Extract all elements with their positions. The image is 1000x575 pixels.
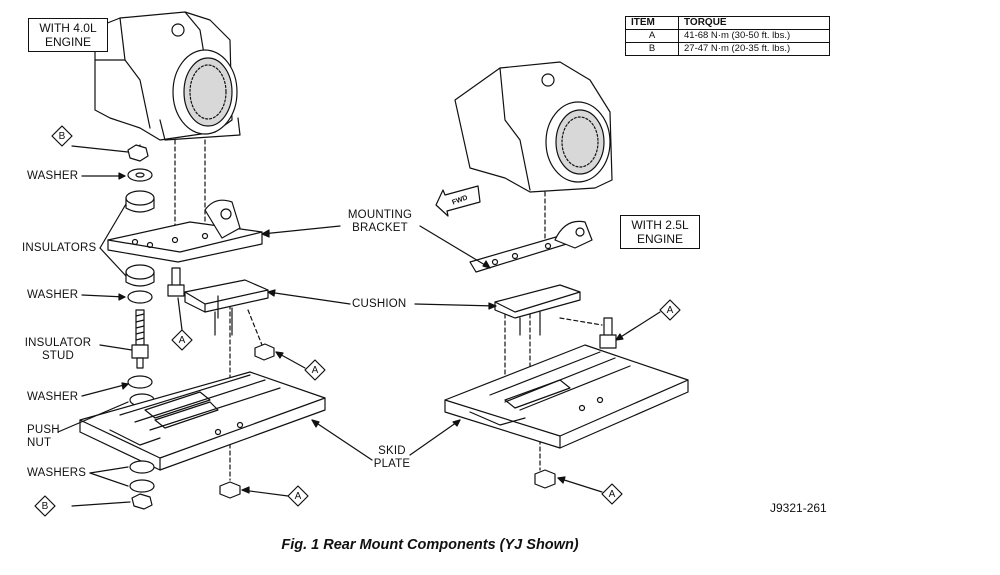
nut-b-bottom bbox=[131, 493, 153, 510]
label-skid-plate: SKID PLATE bbox=[373, 445, 411, 470]
washer-low bbox=[127, 375, 153, 389]
engine-40-label: WITH 4.0L ENGINE bbox=[28, 18, 108, 52]
table-row: A 41-68 N·m (30-50 ft. lbs.) bbox=[625, 29, 830, 43]
insulator-upper bbox=[125, 190, 155, 213]
washer-bottom-1 bbox=[129, 460, 155, 474]
washer-top bbox=[127, 168, 153, 182]
label-insulator-stud: INSULATOR STUD bbox=[24, 337, 92, 362]
torque-item-cell: B bbox=[625, 42, 679, 56]
nut-b-top bbox=[127, 144, 149, 162]
table-row: B 27-47 N·m (20-35 ft. lbs.) bbox=[625, 42, 830, 56]
torque-table-header: ITEM TORQUE bbox=[625, 16, 830, 30]
callout-a-nut-cushion: A bbox=[311, 365, 319, 376]
washer-bottom-2 bbox=[129, 479, 155, 493]
callout-a-bottom-left: A bbox=[294, 491, 302, 502]
fwd-arrow bbox=[435, 185, 481, 217]
callout-a-bottom-right: A bbox=[608, 489, 616, 500]
mounting-bracket-right bbox=[469, 220, 593, 273]
label-washer-mid: WASHER bbox=[27, 289, 79, 301]
label-washer-top: WASHER bbox=[27, 170, 79, 182]
insulator-lower bbox=[125, 264, 155, 287]
callout-b-bottom: B bbox=[41, 501, 49, 512]
torque-value-cell: 27-47 N·m (20-35 ft. lbs.) bbox=[678, 42, 830, 56]
figure-identifier: J9321-261 bbox=[770, 501, 827, 515]
skid-plate-left bbox=[79, 371, 326, 471]
callout-a-bolt-right: A bbox=[666, 305, 674, 316]
insulator-stud bbox=[131, 309, 149, 369]
label-washer-low: WASHER bbox=[27, 391, 79, 403]
nut-a-bottom-left bbox=[219, 481, 241, 499]
label-cushion: CUSHION bbox=[352, 298, 407, 310]
cushion-right bbox=[494, 284, 581, 336]
callout-b-top: B bbox=[58, 131, 66, 142]
label-push-nut: PUSH NUT bbox=[27, 424, 60, 449]
bolt-a-bracket bbox=[167, 267, 185, 297]
label-washers: WASHERS bbox=[27, 467, 87, 479]
mounting-bracket-left bbox=[107, 199, 263, 263]
callout-diamonds bbox=[34, 125, 681, 517]
skid-plate-right bbox=[444, 344, 689, 449]
torque-value-cell: 41-68 N·m (30-50 ft. lbs.) bbox=[678, 29, 830, 43]
torque-header-torque: TORQUE bbox=[678, 16, 830, 30]
label-insulators: INSULATORS bbox=[22, 242, 97, 254]
bolt-a-right bbox=[599, 317, 617, 349]
cushion-left bbox=[184, 279, 269, 336]
nut-a-bottom-right bbox=[534, 469, 556, 489]
torque-item-cell: A bbox=[625, 29, 679, 43]
figure-caption: Fig. 1 Rear Mount Components (YJ Shown) bbox=[281, 537, 579, 553]
nut-a-cushion bbox=[254, 343, 275, 361]
washer-mid bbox=[127, 290, 153, 304]
torque-header-item: ITEM bbox=[625, 16, 679, 30]
callout-a-bolt-left: A bbox=[178, 335, 186, 346]
transmission-housing-right bbox=[454, 61, 613, 193]
label-mounting-bracket: MOUNTING BRACKET bbox=[347, 209, 413, 234]
torque-table: ITEM TORQUE A 41-68 N·m (30-50 ft. lbs.)… bbox=[625, 16, 830, 56]
transmission-housing-left bbox=[94, 11, 241, 141]
leader-lines bbox=[57, 145, 661, 507]
engine-25-label: WITH 2.5L ENGINE bbox=[620, 215, 700, 249]
